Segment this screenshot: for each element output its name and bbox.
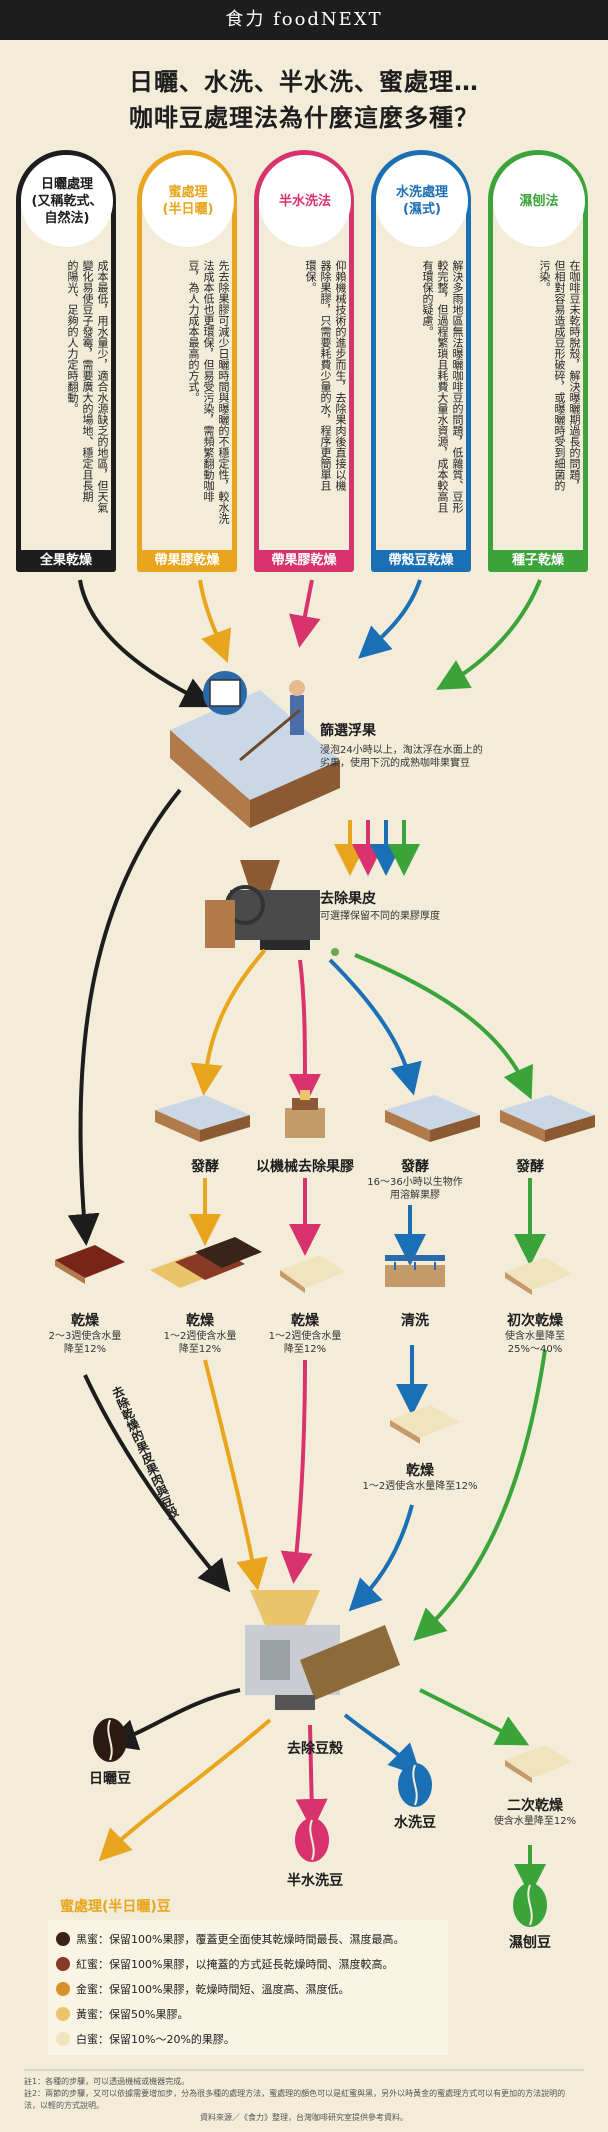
arrow-natural-down xyxy=(67,788,182,1246)
step-firstdry-title: 初次乾燥 xyxy=(507,1313,563,1329)
honey-bean-label: 蜜處理(半日曬)豆 xyxy=(60,1899,171,1915)
method-name-2: 半水洗法 xyxy=(259,155,351,247)
method-name-4: 濕刨法 xyxy=(493,155,585,247)
method-column-1: 蜜處理 (半日曬) 先去除果膠可減少日曬時間與曝曬的不穩定性，較水洗 法成本低也更… xyxy=(133,150,243,580)
method-tag-0: 全果乾燥 xyxy=(16,550,116,572)
brand-logo: 食力 foodNEXT xyxy=(225,9,383,30)
drying-mat-washed xyxy=(390,1405,460,1444)
step-mech-demucilage: 以機械去除果膠 xyxy=(256,1159,354,1175)
arrow-semi-to-screen xyxy=(289,579,321,648)
method-column-2: 半水洗法仰賴機械技術的進步而生，去除果肉後直接以機 器除果膠，只需要耗費少量的水… xyxy=(250,150,360,580)
method-tag-1: 帶果膠乾燥 xyxy=(137,550,237,572)
ferment-tray-washed xyxy=(385,1095,480,1142)
legend-swatch xyxy=(56,1982,70,1996)
method-desc-1: 先去除果膠可減少日曬時間與曝曬的不穩定性，較水洗 法成本低也更環保，但易受污染，… xyxy=(187,260,230,524)
method-desc-3: 解決多雨地區無法曝曬咖啡豆的問題，低雜質、豆形 較完整，但過程繁瑣且耗費大量水資… xyxy=(421,260,464,513)
step-dry-washed-title: 乾燥 xyxy=(406,1463,434,1479)
step-wash: 清洗 xyxy=(401,1313,429,1329)
ferment-tray-honey xyxy=(155,1095,250,1142)
legend-swatch xyxy=(56,2007,70,2021)
method-desc-2: 仰賴機械技術的進步而生，去除果肉後直接以機 器除果膠，只需要耗費少量的水，程序更… xyxy=(304,260,347,491)
title-line-2: 咖啡豆處理法為什麼這麼多種？ xyxy=(129,104,479,132)
footnote-line: 註1：各種的步驟，可以透過機械或機器完成。 xyxy=(24,2077,190,2086)
footnote-line: 法，以輕的方式說明。 xyxy=(24,2101,104,2110)
step-hull: 去除豆殼 xyxy=(287,1741,343,1757)
method-column-3: 水洗處理 (濕式) 解決多雨地區無法曝曬咖啡豆的問題，低雜質、豆形 較完整，但過程… xyxy=(367,150,477,580)
step-ferment-washed-desc: 16～36小時以生物作 用溶解果膠 xyxy=(367,1177,463,1201)
bean-natural-icon xyxy=(93,1718,127,1762)
step-pulp-desc: 可選擇保留不同的果膠厚度 xyxy=(320,911,440,922)
footnote-line: 資料來源／《食力》整理，台灣咖啡研究室提供參考資料。 xyxy=(200,2113,408,2122)
arrow-washed-to-screen xyxy=(358,579,422,659)
step-dry-honey-title: 乾燥 xyxy=(186,1313,214,1329)
arrow-honey-to-screen xyxy=(198,579,232,663)
step-dry-natural-desc: 2～3週使含水量 降至12% xyxy=(48,1331,122,1355)
bean-wethulled-label: 濕刨豆 xyxy=(509,1935,551,1951)
method-name-3: 水洗處理 (濕式) xyxy=(376,155,468,247)
step-screen-title: 篩選浮果 xyxy=(320,723,376,739)
method-tag-3: 帶殼豆乾燥 xyxy=(371,550,471,572)
drying-mat-semi xyxy=(280,1255,345,1293)
legend-text: 金蜜：保留100%果膠，乾燥時間短、溫度高、濕度低。 xyxy=(76,1983,350,1996)
bean-semi-label: 半水洗豆 xyxy=(287,1873,343,1889)
legend-swatch xyxy=(56,1932,70,1946)
arrow-natural-to-screen xyxy=(78,579,215,708)
step-seconddry-title: 二次乾燥 xyxy=(507,1798,563,1814)
step-seconddry-desc: 使含水量降至12% xyxy=(493,1816,577,1827)
bean-washed-label: 水洗豆 xyxy=(394,1815,436,1831)
drying-mat-firstdry xyxy=(505,1257,572,1295)
step-dry-semi-desc: 1～2週使含水量 降至12% xyxy=(268,1331,342,1355)
bean-natural-label: 日曬豆 xyxy=(89,1771,131,1787)
method-name-1: 蜜處理 (半日曬) xyxy=(142,155,234,247)
header-bar xyxy=(0,0,608,40)
drying-mat-natural xyxy=(55,1245,125,1284)
step-dry-semi-title: 乾燥 xyxy=(291,1313,319,1329)
method-tag-2: 帶果膠乾燥 xyxy=(254,550,354,572)
title-line-1: 日曬、水洗、半水洗、蜜處理… xyxy=(129,68,479,96)
step-dry-washed-desc: 1～2週使含水量降至12% xyxy=(362,1481,478,1492)
wash-station xyxy=(385,1255,445,1287)
bean-semi-icon xyxy=(295,1818,329,1862)
legend-row: 黃蜜：保留50%果膠。 xyxy=(56,2003,188,2025)
step-dry-honey-desc: 1～2週使含水量 降至12% xyxy=(163,1331,237,1355)
pulper-illustration xyxy=(205,860,339,956)
method-desc-0: 成本最低，用水量少，適合水源缺乏的地區，但天氣 變化易使豆子發霉，需要廣大的場地… xyxy=(66,260,109,513)
step-firstdry-desc: 使含水量降至 25%～40% xyxy=(505,1331,565,1355)
method-name-0: 日曬處理 (又稱乾式、 自然法) xyxy=(21,155,113,247)
legend-row: 金蜜：保留100%果膠，乾燥時間短、溫度高、濕度低。 xyxy=(56,1978,349,2000)
huller-illustration xyxy=(245,1590,400,1710)
bean-wethulled-icon xyxy=(513,1883,547,1927)
legend-swatch xyxy=(56,2032,70,2046)
legend-swatch xyxy=(56,1957,70,1971)
legend-row: 白蜜：保留10%～20%的果膠。 xyxy=(56,2028,235,2050)
method-desc-4: 在咖啡豆未乾時脫殼，解決曝曬期過長的問題， 但相對容易造成豆形破碎，或曝曬時受到… xyxy=(538,260,581,491)
legend-text: 黑蜜：保留100%果膠，覆蓋更全面使其乾燥時間最長、濕度最高。 xyxy=(76,1933,405,1946)
bean-washed-icon xyxy=(398,1763,432,1807)
legend-text: 白蜜：保留10%～20%的果膠。 xyxy=(76,2033,235,2046)
drying-mat-seconddry xyxy=(505,1745,572,1783)
drying-mat-honey xyxy=(150,1237,262,1288)
legend-row: 黑蜜：保留100%果膠，覆蓋更全面使其乾燥時間最長、濕度最高。 xyxy=(56,1928,404,1950)
mech-demucilager xyxy=(285,1090,325,1138)
step-dry-natural-title: 乾燥 xyxy=(71,1313,99,1329)
step-screen-desc: 浸泡24小時以上，淘汰浮在水面上的 劣果，使用下沉的成熟咖啡果實豆 xyxy=(320,745,483,769)
legend-row: 紅蜜：保留100%果膠，以掩蓋的方式延長乾燥時間、濕度較高。 xyxy=(56,1953,393,1975)
screening-tank-illustration xyxy=(170,671,340,828)
step-pulp-title: 去除果皮 xyxy=(320,891,376,907)
legend-text: 黃蜜：保留50%果膠。 xyxy=(76,2008,189,2021)
legend-text: 紅蜜：保留100%果膠，以掩蓋的方式延長乾燥時間、濕度較高。 xyxy=(76,1958,394,1971)
step-ferment-wethulled: 發酵 xyxy=(516,1159,544,1175)
method-column-4: 濕刨法在咖啡豆未乾時脫殼，解決曝曬期過長的問題， 但相對容易造成豆形破碎，或曝曬… xyxy=(484,150,594,580)
legend-box xyxy=(48,1920,448,2055)
step-ferment-washed-title: 發酵 xyxy=(401,1159,429,1175)
method-column-0: 日曬處理 (又稱乾式、 自然法) 成本最低，用水量少，適合水源缺乏的地區，但天氣 … xyxy=(12,150,122,580)
method-tag-4: 種子乾燥 xyxy=(488,550,588,572)
footnote-line: 註2：兩節的步驟，又可以依據需要增加步，分為很多種的處理方法，蜜處理的顏色可以是… xyxy=(24,2089,566,2098)
ferment-tray-wethulled xyxy=(500,1095,595,1142)
step-ferment-honey: 發酵 xyxy=(191,1159,219,1175)
arrow-wethulled-to-screen xyxy=(436,579,542,690)
